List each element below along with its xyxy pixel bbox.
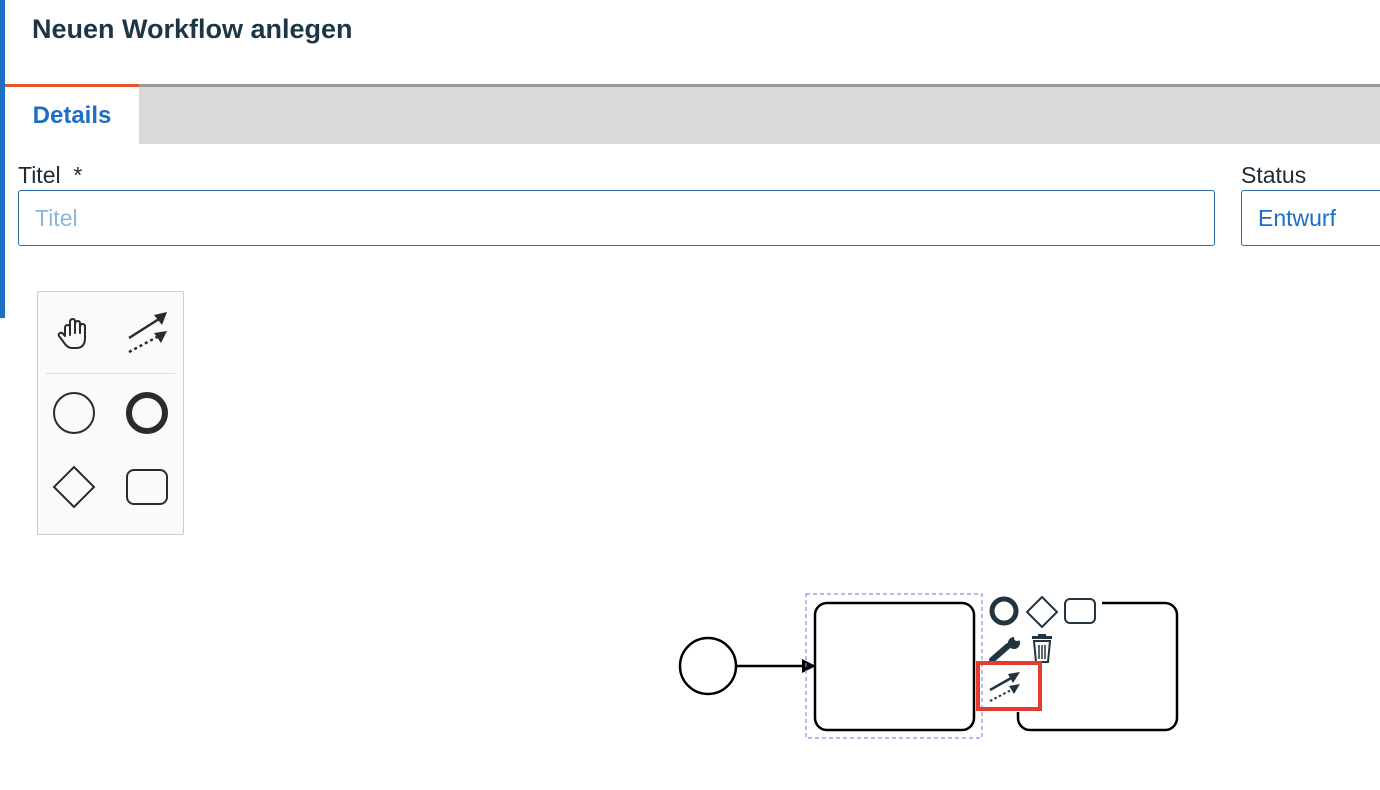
- change-type-wrench-icon[interactable]: [988, 634, 1020, 666]
- start-event-icon[interactable]: [50, 389, 98, 437]
- required-marker: *: [73, 162, 83, 188]
- append-end-event-icon[interactable]: [988, 596, 1020, 628]
- status-field-label: Status: [1241, 162, 1307, 188]
- connect-arrow-icon[interactable]: [978, 663, 1040, 709]
- selection-outline: [805, 593, 983, 739]
- task-icon[interactable]: [123, 463, 171, 511]
- selected-task[interactable]: [813, 601, 976, 732]
- highlight-box: [976, 661, 1042, 711]
- start-event[interactable]: [678, 636, 738, 696]
- title-label-text: Titel: [18, 162, 61, 188]
- end-event-icon[interactable]: [123, 389, 171, 437]
- context-pad: [976, 594, 1102, 712]
- hand-tool-icon[interactable]: [50, 308, 98, 356]
- append-task-icon[interactable]: [1064, 596, 1098, 628]
- palette-divider: [46, 373, 175, 374]
- context-pad-background: [986, 594, 1102, 712]
- tab-details[interactable]: Details: [5, 84, 139, 144]
- exclusive-gateway-icon[interactable]: [50, 463, 98, 511]
- append-gateway-icon[interactable]: [1025, 595, 1059, 629]
- global-connect-tool-icon[interactable]: [123, 308, 171, 356]
- page-title: Neuen Workflow anlegen: [32, 14, 353, 44]
- title-input[interactable]: [18, 190, 1215, 246]
- left-accent-bar: [0, 0, 5, 318]
- tab-bar: Details: [5, 84, 1380, 144]
- status-select[interactable]: Entwurf: [1241, 190, 1380, 246]
- sequence-flow-arrowhead: [802, 659, 816, 673]
- title-field-label: Titel *: [18, 162, 82, 189]
- tool-palette: [37, 291, 184, 535]
- delete-trash-icon[interactable]: [1026, 634, 1058, 666]
